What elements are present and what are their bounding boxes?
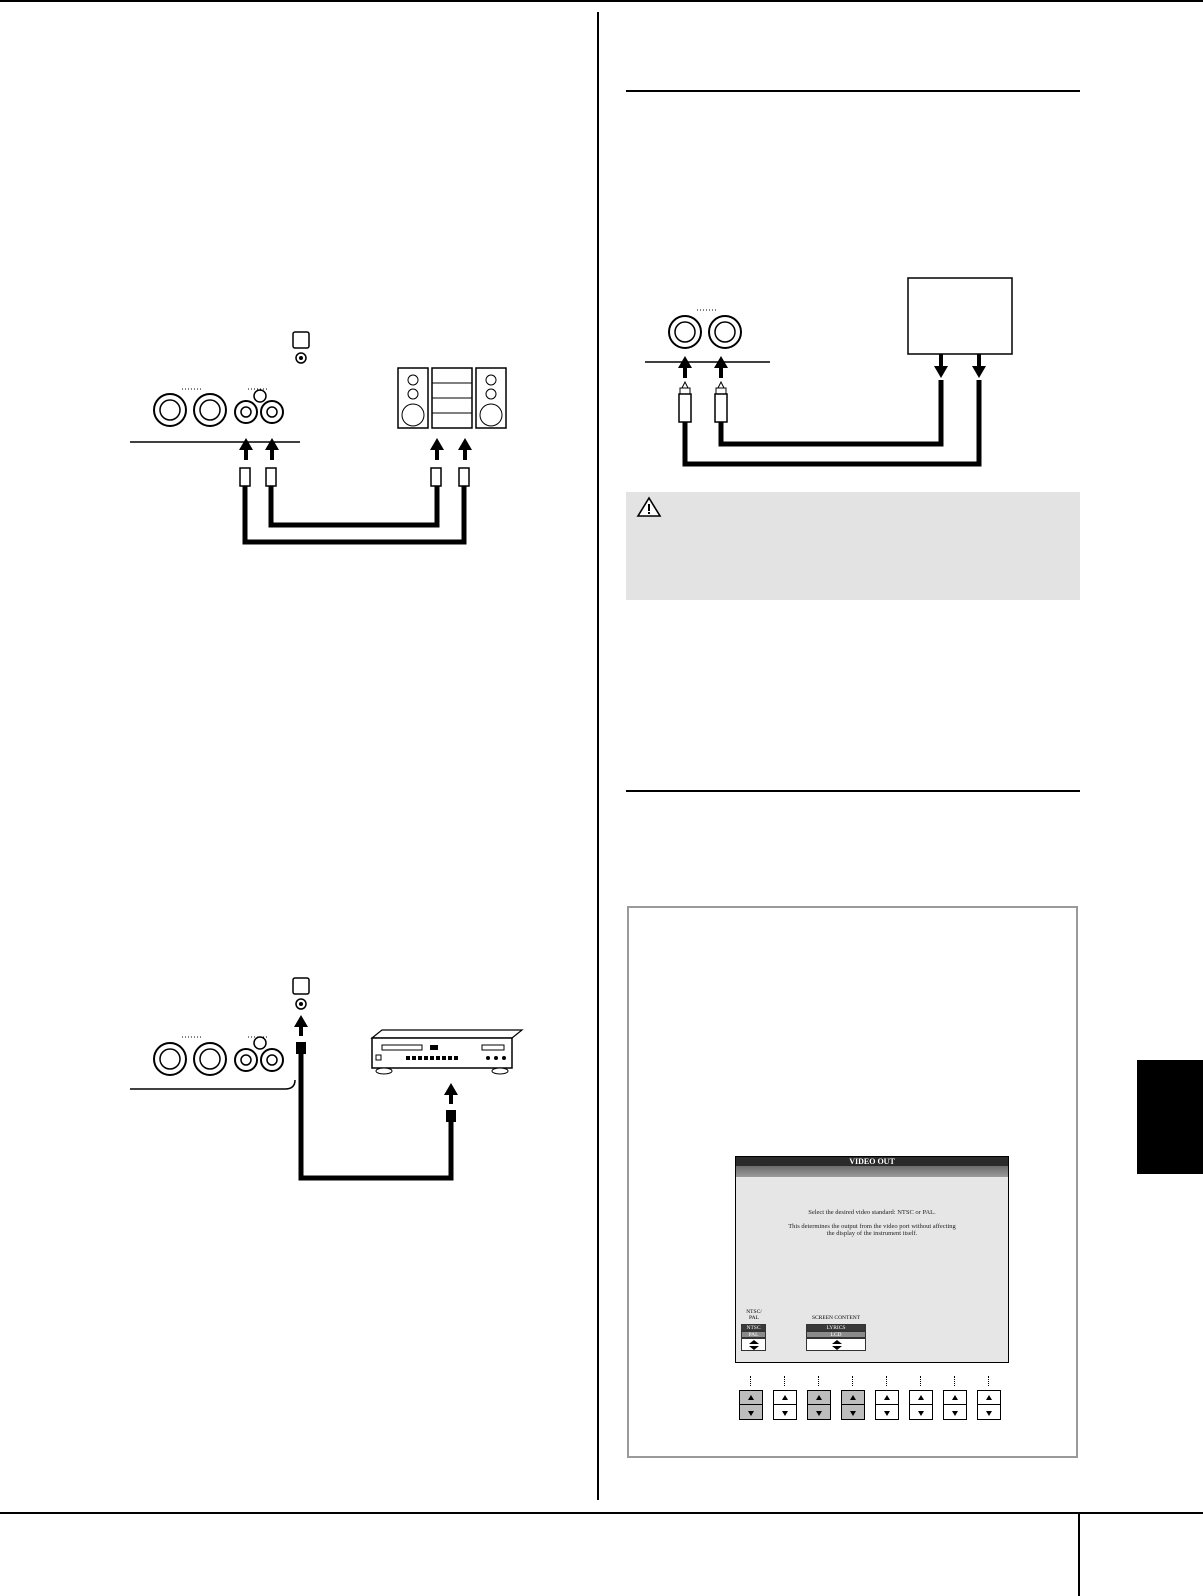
button-dots-8	[988, 1376, 991, 1386]
section-rule-middle	[626, 790, 1080, 792]
pal-option[interactable]: PAL	[741, 1331, 766, 1338]
section-tab	[1137, 1060, 1203, 1174]
section-rule-top	[626, 90, 1080, 92]
cables	[242, 486, 467, 545]
panel-button-4[interactable]	[841, 1390, 865, 1420]
input-jacks	[668, 309, 742, 349]
panel-edge	[130, 1079, 296, 1090]
arrows	[678, 354, 986, 378]
panel-button-3[interactable]	[807, 1390, 831, 1420]
top-rule	[0, 0, 1203, 2]
video-out-connection-diagram	[130, 977, 524, 1181]
rca-aux-out-jacks	[234, 388, 284, 424]
button-dots-6	[920, 1376, 923, 1386]
screen-description-1: This determines the output from the vide…	[788, 1223, 956, 1230]
caution-box	[626, 492, 1080, 600]
lcd-option[interactable]: LCD	[806, 1331, 866, 1338]
phone-jacks	[153, 1036, 227, 1076]
ntsc-pal-label-line2: PAL	[749, 1315, 759, 1321]
button-dots-4	[852, 1376, 855, 1386]
panel-button-5[interactable]	[875, 1390, 899, 1420]
panel-button-6[interactable]	[909, 1390, 933, 1420]
panel-button-2[interactable]	[773, 1390, 797, 1420]
updown-arrows-icon	[749, 1340, 759, 1350]
button-dots-3	[818, 1376, 821, 1386]
video-out-screen: VIDEO OUT Select the desired video stand…	[735, 1156, 1009, 1363]
ntsc-pal-updown[interactable]	[741, 1338, 766, 1351]
button-dots-5	[886, 1376, 889, 1386]
audio-out-connection-diagram	[130, 331, 507, 545]
rca-plugs	[239, 467, 470, 487]
button-dots-2	[784, 1376, 787, 1386]
panel-button-8[interactable]	[977, 1390, 1001, 1420]
video-out-jack	[292, 977, 310, 1010]
vcr-icon	[370, 1029, 524, 1075]
screen-content-label: SCREEN CONTENT	[811, 1315, 861, 1321]
screen-description-2: the display of the instrument itself.	[826, 1230, 918, 1237]
screen-title: VIDEO OUT	[736, 1157, 1008, 1166]
button-dots-1	[750, 1376, 753, 1386]
ntsc-pal-label-line1: NTSC/	[746, 1309, 762, 1315]
footer-rule	[0, 1512, 1203, 1514]
stereo-system-icon	[397, 367, 507, 429]
lyrics-option[interactable]: LYRICS	[806, 1324, 866, 1331]
procedure-panel: VIDEO OUT Select the desired video stand…	[627, 906, 1078, 1458]
video-out-jack	[292, 331, 310, 364]
warning-triangle-icon	[636, 496, 662, 517]
screen-header-bar	[736, 1166, 1008, 1177]
panel-button-7[interactable]	[943, 1390, 967, 1420]
rca-aux-out-jacks	[234, 1036, 284, 1072]
input-connection-diagram	[645, 277, 1013, 467]
ntsc-option[interactable]: NTSC	[741, 1324, 766, 1331]
button-dots-7	[954, 1376, 957, 1386]
arrows	[239, 438, 472, 460]
panel-button-1[interactable]	[739, 1390, 763, 1420]
updown-arrows-icon	[832, 1340, 842, 1350]
video-cable	[298, 1054, 454, 1181]
screen-content-updown[interactable]	[806, 1338, 866, 1351]
screen-instruction: Select the desired video standard: NTSC …	[808, 1209, 936, 1216]
column-divider	[597, 12, 599, 1500]
external-device-box	[907, 277, 1013, 355]
phone-jacks	[153, 388, 227, 427]
cables	[682, 380, 982, 467]
phone-plugs	[678, 380, 728, 423]
video-plugs	[296, 1042, 456, 1122]
footer-divider	[1078, 1512, 1080, 1596]
arrows	[294, 1015, 458, 1104]
